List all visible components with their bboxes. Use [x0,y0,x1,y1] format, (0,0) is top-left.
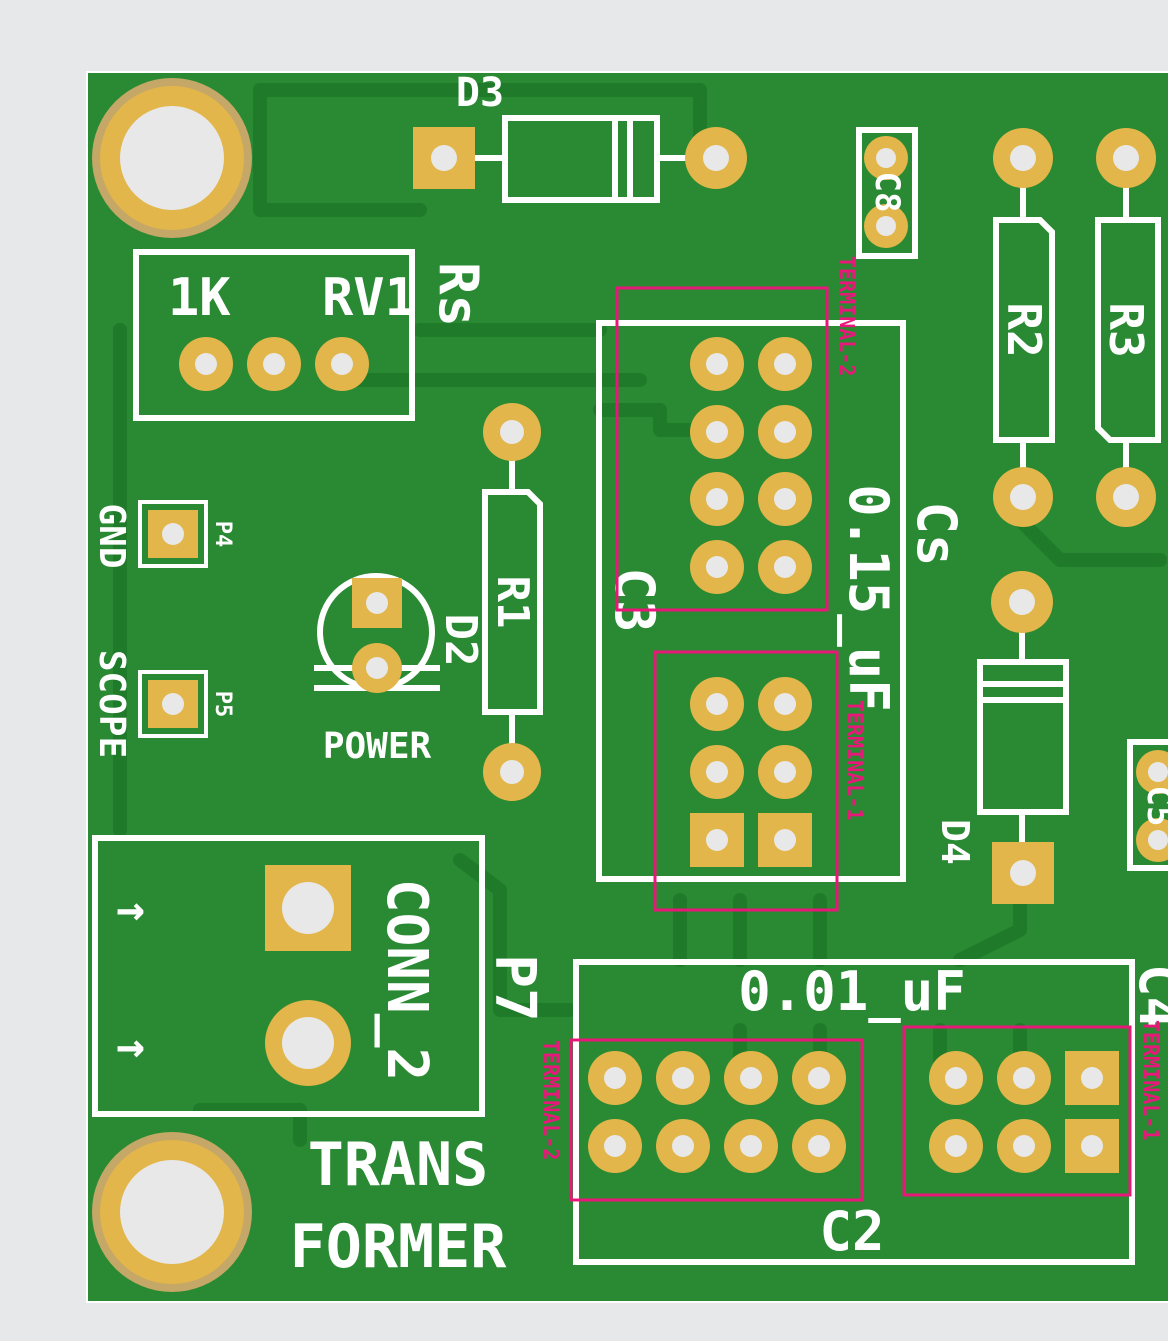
pin-p4-gnd[interactable]: GND P4 [91,500,235,569]
capacitor-c5[interactable]: C5 [1127,739,1168,871]
pad-hole [1081,1067,1103,1089]
gnd-caption: GND [91,503,132,568]
terminal-2-courtyard [615,286,829,612]
terminal-1-label: TERMINAL-1 [843,700,867,820]
c2-terminal-1-courtyard [902,1025,1132,1197]
pad-hole [604,1067,626,1089]
pad-hole [706,761,728,783]
c2-terminal-1-label: TERMINAL-1 [1139,1020,1163,1140]
c2-pad-grid-left [588,1051,846,1173]
connector-p7[interactable]: → → CONN_2 P7 TRANS FORMER [92,835,547,1282]
resistor-r1[interactable]: R1 [482,403,543,801]
r1-label: R1 [487,576,538,629]
pad-hole [1013,1135,1035,1157]
mounting-hole-top-left [92,78,252,238]
c2-terminal-2-label: TERMINAL-2 [539,1040,563,1160]
pad-hole [774,488,796,510]
pad-hole [706,693,728,715]
pad-hole [706,829,728,851]
resistor-r3[interactable]: R3 [1095,128,1161,527]
c3-pad-grid-top [690,337,812,594]
pad-hole [945,1067,967,1089]
pad-hole [740,1135,762,1157]
pad-hole [774,421,796,443]
pad-hole [945,1135,967,1157]
rs-label: Rs [427,262,490,327]
c2-pad-grid-right [929,1051,1119,1173]
diode-d4[interactable]: D4 [933,571,1069,904]
c8-label: C8 [867,172,907,213]
connector-arrow-1: → [116,881,145,937]
c3-label: C3 [603,567,666,632]
cs-label: Cs [905,501,968,566]
transformer-caption-line-1: TRANS [308,1130,489,1200]
scope-caption: SCOPE [91,650,132,758]
pad-hole [672,1067,694,1089]
capacitor-c8[interactable]: C8 [856,127,918,259]
p5-label: P5 [210,691,235,718]
c3-value: 0.15_uF [837,484,900,712]
mounting-hole-bottom-left [92,1132,252,1292]
pad-hole [774,761,796,783]
pad-hole [774,829,796,851]
c4-label: C4 [1127,964,1168,1029]
pad-hole [706,353,728,375]
r2-label: R2 [997,302,1051,357]
pad-hole [774,353,796,375]
p7-label: P7 [482,954,547,1021]
d3-label: D3 [456,70,504,116]
c2-label: C2 [819,1200,884,1263]
capacitor-bank-c3[interactable]: C3 0.15_uF Cs TERMINAL-2 TERMINAL-1 [596,256,968,912]
d2-label: D2 [435,614,486,667]
pad-hole [774,556,796,578]
pad-hole [672,1135,694,1157]
r3-label: R3 [1099,302,1153,357]
terminal-1-courtyard [653,650,839,912]
power-caption: POWER [323,726,432,767]
pad-hole [706,556,728,578]
pad-hole [1013,1067,1035,1089]
pad-hole [740,1067,762,1089]
rv1-value: 1K [168,268,231,328]
diode-d3[interactable]: D3 [413,70,747,203]
c2-terminal-2-courtyard [569,1038,864,1202]
c5-label: C5 [1139,786,1168,827]
transformer-caption-line-2: FORMER [290,1212,508,1282]
resistor-r2[interactable]: R2 [993,128,1055,527]
pad-hole [1081,1135,1103,1157]
pin-p5-scope[interactable]: SCOPE P5 [91,650,235,758]
pad-hole [808,1135,830,1157]
c2-value: 0.01_uF [738,960,966,1023]
led-d2[interactable]: D2 POWER [314,573,486,767]
pad-hole [706,421,728,443]
capacitor-bank-c2[interactable]: 0.01_uF C2 C4 TERMINAL-2 TERMINAL-1 [539,959,1168,1265]
pad-hole [774,693,796,715]
c3-pad-grid-bottom [690,677,812,867]
pad-hole [808,1067,830,1089]
rv1-label: RV1 [322,268,416,328]
potentiometer-rv1[interactable]: 1K RV1 Rs [133,249,490,421]
pad-hole [706,488,728,510]
connector-arrow-2: → [116,1018,145,1074]
pad-hole [604,1135,626,1157]
p7-value: CONN_2 [374,879,439,1081]
d4-label: D4 [933,819,977,865]
p4-label: P4 [210,521,235,548]
terminal-2-label: TERMINAL-2 [835,256,859,376]
